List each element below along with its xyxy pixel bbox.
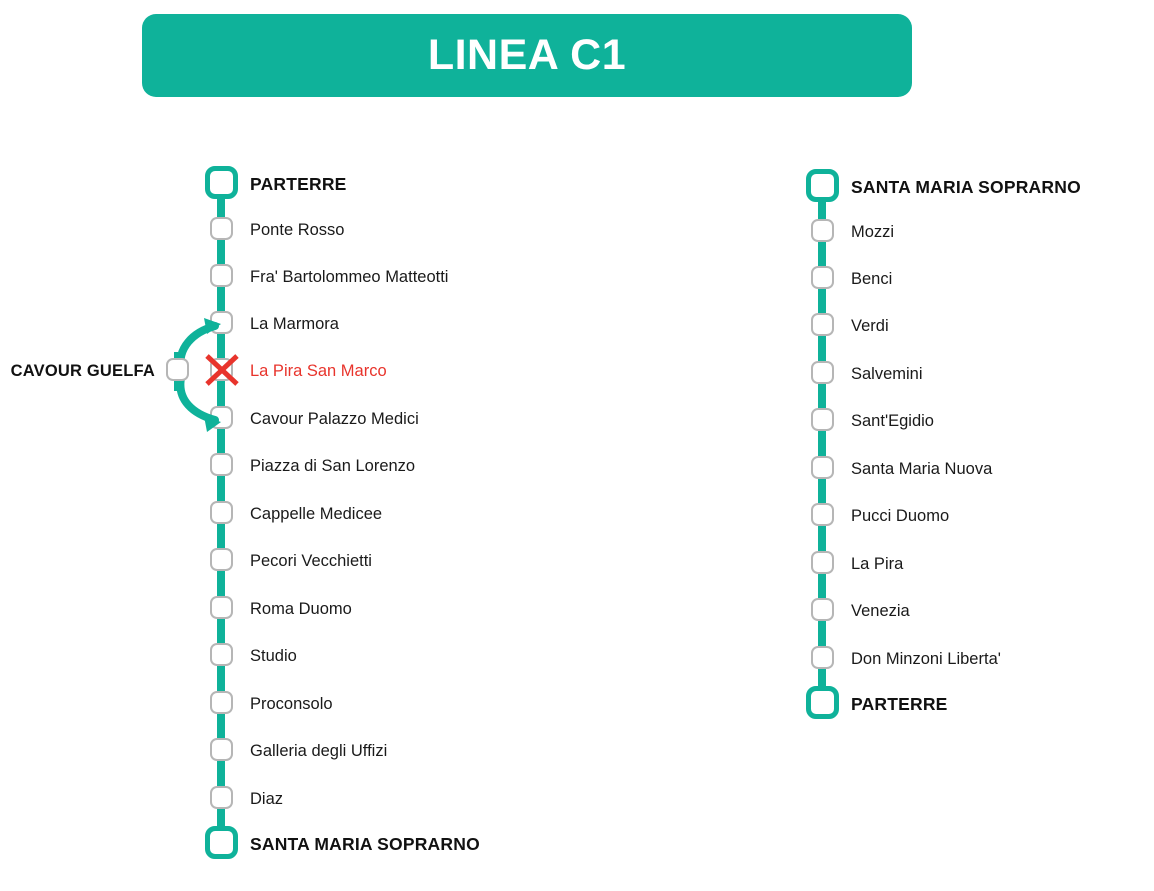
station-label: Roma Duomo — [250, 600, 352, 618]
station-marker-stop[interactable] — [210, 217, 233, 240]
station-label: Pucci Duomo — [851, 507, 950, 525]
station-label: Diaz — [250, 790, 284, 808]
station-marker-stop[interactable] — [811, 646, 834, 669]
station-marker-stop[interactable] — [811, 219, 834, 242]
station-marker-stop[interactable] — [811, 361, 834, 384]
station-marker-stop[interactable] — [210, 453, 233, 476]
station-label: PARTERRE — [851, 694, 948, 714]
station-label: Galleria degli Uffizi — [250, 742, 388, 760]
branch-track-stub-top — [174, 352, 181, 362]
station-marker-terminus[interactable] — [806, 686, 839, 719]
station-label: Salvemini — [851, 365, 923, 383]
station-label: Fra' Bartolommeo Matteotti — [250, 268, 449, 286]
station-label: Ponte Rosso — [250, 221, 345, 239]
closed-x-icon — [205, 354, 239, 386]
station-label: Verdi — [851, 317, 889, 335]
station-marker-terminus[interactable] — [205, 166, 238, 199]
station-marker-stop[interactable] — [210, 596, 233, 619]
station-label: Sant'Egidio — [851, 412, 934, 430]
station-label: Venezia — [851, 602, 910, 620]
station-label: SANTA MARIA SOPRARNO — [851, 177, 1081, 197]
station-marker-stop[interactable] — [210, 501, 233, 524]
station-label: Santa Maria Nuova — [851, 460, 993, 478]
branch-track-stub-bottom — [174, 381, 181, 391]
station-marker-terminus[interactable] — [806, 169, 839, 202]
station-marker-stop[interactable] — [210, 738, 233, 761]
station-label: Benci — [851, 270, 893, 288]
station-marker-stop[interactable] — [210, 264, 233, 287]
station-label: SANTA MARIA SOPRARNO — [250, 834, 480, 854]
station-label: PARTERRE — [250, 174, 347, 194]
station-marker-stop[interactable] — [811, 408, 834, 431]
station-label: Pecori Vecchietti — [250, 552, 372, 570]
station-marker-stop[interactable] — [811, 598, 834, 621]
station-label: La Pira — [851, 555, 904, 573]
station-label: Cappelle Medicee — [250, 505, 383, 523]
station-marker-stop[interactable] — [210, 786, 233, 809]
station-marker-stop[interactable] — [210, 643, 233, 666]
station-marker-stop[interactable] — [210, 406, 233, 429]
station-marker-stop[interactable] — [210, 311, 233, 334]
station-marker-stop[interactable] — [811, 313, 834, 336]
station-label: Proconsolo — [250, 695, 333, 713]
station-label: La Marmora — [250, 315, 339, 333]
station-marker-terminus[interactable] — [205, 826, 238, 859]
station-marker-stop[interactable] — [811, 266, 834, 289]
station-marker-stop[interactable] — [210, 548, 233, 571]
track-segment-return — [818, 186, 826, 704]
station-label: Studio — [250, 647, 297, 665]
station-label: La Pira San Marco — [250, 362, 387, 380]
line-header-banner: LINEA C1 — [142, 14, 912, 97]
station-label: Don Minzoni Liberta' — [851, 650, 1001, 668]
branch-station-label: CAVOUR GUELFA — [10, 362, 155, 380]
page-title: LINEA C1 — [427, 31, 627, 79]
station-label: Mozzi — [851, 223, 895, 241]
station-marker-branch-stop[interactable] — [166, 358, 189, 381]
station-label: Cavour Palazzo Medici — [250, 410, 419, 428]
station-marker-stop[interactable] — [811, 503, 834, 526]
station-marker-stop[interactable] — [210, 691, 233, 714]
station-marker-stop[interactable] — [811, 456, 834, 479]
station-label: Piazza di San Lorenzo — [250, 457, 416, 475]
station-marker-stop[interactable] — [811, 551, 834, 574]
